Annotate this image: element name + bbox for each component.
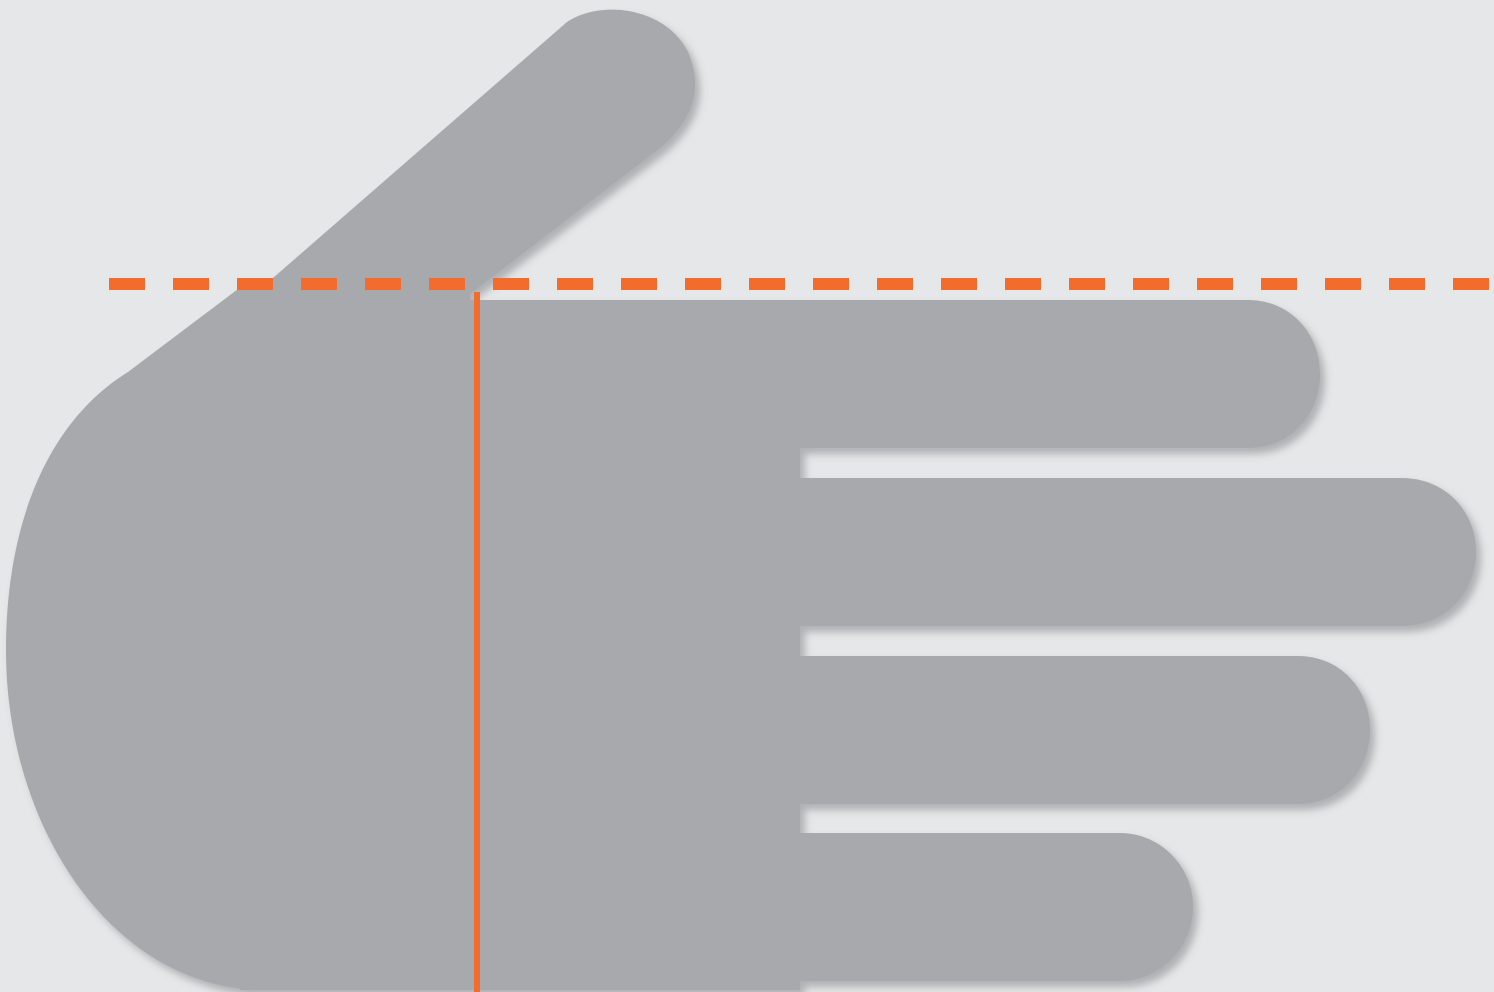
- middle-finger: [780, 478, 1476, 626]
- thumb: [250, 10, 695, 298]
- hand-silhouette: [6, 10, 1476, 990]
- palm-body-fill: [240, 300, 800, 990]
- ring-finger: [780, 656, 1370, 804]
- little-finger: [780, 833, 1193, 981]
